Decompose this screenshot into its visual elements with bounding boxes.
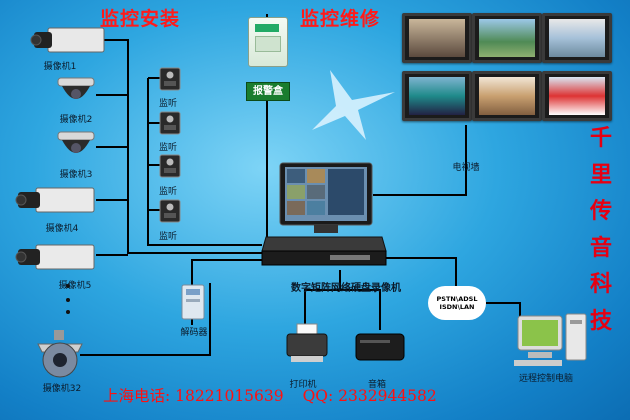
network-line-2: ISDN\LAN xyxy=(439,303,475,311)
box-camera-icon xyxy=(15,244,95,270)
printer-icon xyxy=(286,323,328,362)
title-repair: 监控维修 xyxy=(300,8,381,30)
alarm-box-label: 报警盒 xyxy=(246,82,290,101)
company-char: 千 xyxy=(589,125,612,151)
network-cloud: PSTN\ADSL ISDN\LAN xyxy=(428,286,486,320)
audio-monitor-icon xyxy=(159,154,181,178)
printer-label: 打印机 xyxy=(289,380,317,390)
video-wall-screen xyxy=(542,71,612,121)
network-line-1: PSTN\ADSL xyxy=(436,295,478,303)
alarm-box-icon xyxy=(248,17,288,67)
company-char: 音 xyxy=(589,234,612,261)
dvr-label: 数字矩阵网络硬盘录像机 xyxy=(291,283,401,294)
video-wall-screen xyxy=(472,13,542,63)
dome-camera-icon xyxy=(57,131,95,153)
company-name-vertical: 千 里 传 音 科 技 xyxy=(584,120,618,339)
video-wall-screen xyxy=(472,71,542,121)
video-wall-screen xyxy=(402,71,472,121)
camera-label-32: 摄像机32 xyxy=(42,384,82,394)
title-install: 监控安装 xyxy=(100,8,181,30)
company-char: 里 xyxy=(589,161,612,188)
decoder-icon xyxy=(181,284,205,320)
qq-number: QQ: 2332944582 xyxy=(302,387,437,405)
video-wall-label: 电视墙 xyxy=(452,163,480,173)
camera32-wire xyxy=(80,283,211,356)
star-sparkle-decoration xyxy=(312,70,395,140)
dome-camera-icon xyxy=(57,77,95,99)
speaker-icon xyxy=(355,333,405,361)
remote-pc-label: 远程控制电脑 xyxy=(518,374,574,384)
audio-trunk-wire xyxy=(147,78,262,246)
camera-label-3: 摄像机3 xyxy=(59,170,93,180)
phone-number: 上海电话: 18221015639 xyxy=(103,387,284,405)
video-wall xyxy=(402,13,617,123)
video-wall-screen xyxy=(402,13,472,63)
contact-footer: 上海电话: 18221015639 QQ: 2332944582 xyxy=(103,384,451,406)
camera-label-2: 摄像机2 xyxy=(59,115,93,125)
pc-monitor-icon xyxy=(279,162,373,233)
company-char: 技 xyxy=(589,307,612,334)
speed-dome-camera-icon xyxy=(37,330,83,378)
dvr-device-icon xyxy=(261,236,387,266)
box-camera-icon xyxy=(30,27,105,53)
camera-label-1: 摄像机1 xyxy=(43,62,77,72)
videowall-wire xyxy=(373,125,467,196)
audio-monitor-icon xyxy=(159,111,181,135)
audio-monitor-label-2: 监听 xyxy=(158,143,178,153)
audio-monitor-icon xyxy=(159,67,181,91)
company-char: 科 xyxy=(589,271,612,297)
camera-label-4: 摄像机4 xyxy=(45,224,79,234)
remote-pc-icon xyxy=(514,313,587,366)
audio-monitor-label-3: 监听 xyxy=(158,187,178,197)
camera-label-5: 摄像机5 xyxy=(58,281,92,291)
video-wall-screen xyxy=(542,13,612,63)
decoder-label: 解码器 xyxy=(180,328,208,338)
company-char: 传 xyxy=(589,198,612,224)
audio-monitor-label-4: 监听 xyxy=(158,232,178,242)
speaker-label: 音箱 xyxy=(367,380,387,390)
printer-speaker-wire xyxy=(304,289,381,330)
audio-monitor-label-1: 监听 xyxy=(158,99,178,109)
box-camera-icon xyxy=(15,187,95,213)
audio-monitor-icon xyxy=(159,199,181,223)
